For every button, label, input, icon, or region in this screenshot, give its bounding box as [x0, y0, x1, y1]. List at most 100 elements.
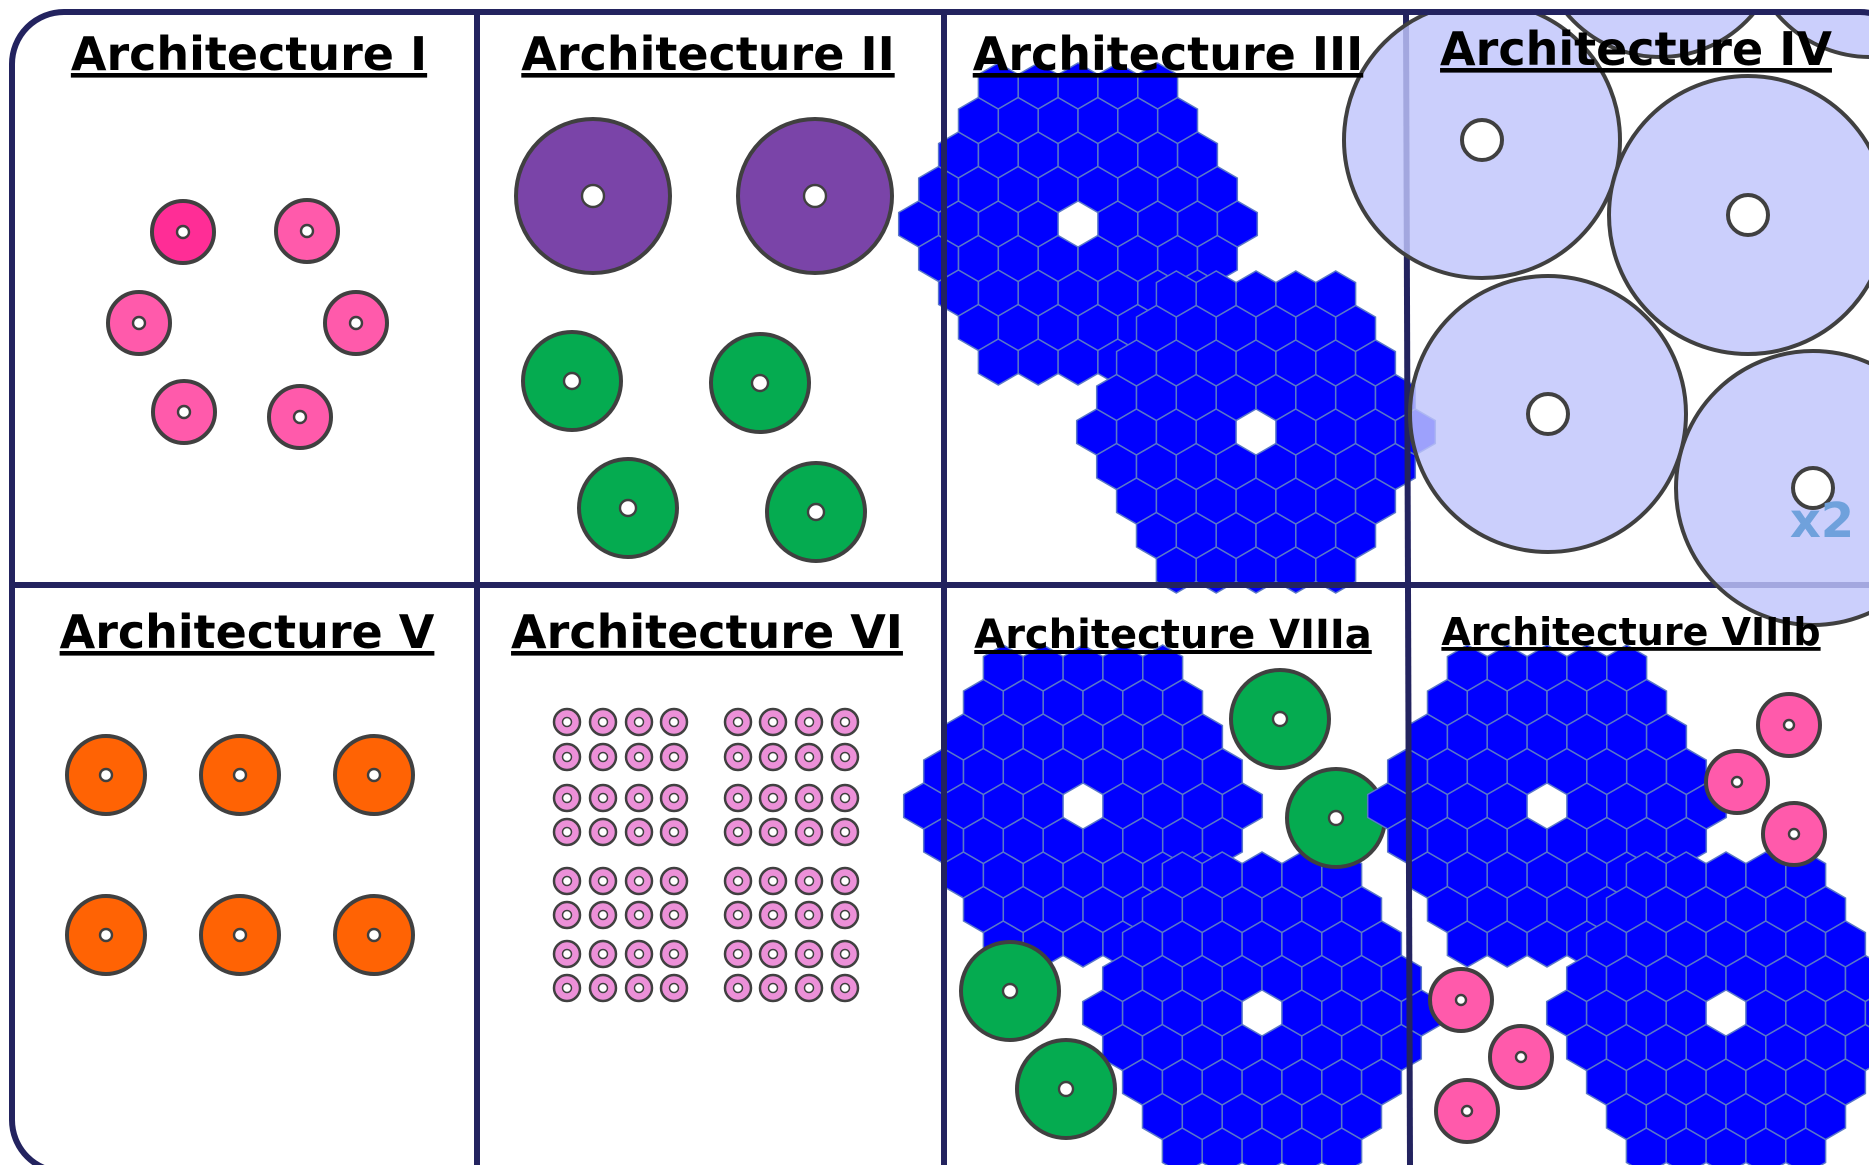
arch-6-telescope-56-hub [561, 982, 573, 994]
arch-1-telescope-4 [151, 379, 217, 445]
arch-5-telescope-4-hub [232, 927, 248, 943]
arch-6-telescope-38 [794, 866, 824, 896]
arch-6-telescope-59 [659, 973, 689, 1003]
arch-8b-telescope-3-hub [1454, 993, 1468, 1007]
arch-6-telescope-52-hub [732, 948, 744, 960]
arch-6-telescope-44 [723, 900, 753, 930]
arch-1-telescope-5 [267, 384, 333, 450]
arch-2-medium-telescope-0 [521, 330, 623, 432]
arch-8a-telescope-3-hub [1057, 1080, 1075, 1098]
arch-8b-telescopes [1428, 692, 1827, 1144]
arch-6-telescope-44-hub [732, 909, 744, 921]
arch-6-telescope-51-hub [668, 948, 680, 960]
arch-6-telescope-18-hub [633, 792, 645, 804]
arch-6-telescope-46 [794, 900, 824, 930]
arch-6-telescope-7-hub [839, 716, 851, 728]
arch-4-telescopes: x2 [1342, 12, 1869, 627]
panel-title-arch-1: Architecture I [71, 27, 427, 81]
arch-6-telescope-55 [830, 939, 860, 969]
arch-6-telescope-55-hub [839, 948, 851, 960]
arch-6-telescope-26-hub [633, 826, 645, 838]
arch-8b-telescope-1-hub [1730, 775, 1744, 789]
arch-6-telescope-42-hub [633, 909, 645, 921]
arch-6-telescope-20 [723, 783, 753, 813]
arch-4-telescope-5-hub [1791, 466, 1835, 510]
arch-6-telescope-47-hub [839, 909, 851, 921]
arch-6-telescope-57 [588, 973, 618, 1003]
arch-6-telescope-9 [588, 742, 618, 772]
arch-6-telescope-5 [758, 707, 788, 737]
arch-6-telescope-14 [794, 742, 824, 772]
arch-8b-segmented-mirror-1 [1545, 851, 1869, 1165]
arch-6-telescope-38-hub [803, 875, 815, 887]
arch-6-telescope-42 [624, 900, 654, 930]
arch-8a-segmented-mirror-1 [1081, 851, 1443, 1165]
arch-6-telescope-10-hub [633, 751, 645, 763]
arch-8a-telescope-3 [1015, 1038, 1117, 1140]
arch-6-telescope-23-hub [839, 792, 851, 804]
arch-2-medium-telescope-1-hub [750, 373, 770, 393]
arch-6-telescope-19-hub [668, 792, 680, 804]
arch-1-telescope-1-hub [299, 223, 315, 239]
arch-8a-segmented-mirror-0-segment-59 [1221, 782, 1264, 830]
arch-6-telescope-6-hub [803, 716, 815, 728]
arch-6-telescope-41 [588, 900, 618, 930]
panel-title-arch-4: Architecture IV [1440, 22, 1832, 76]
arch-2-large-telescope-0 [514, 117, 672, 275]
arch-6-telescope-32 [552, 866, 582, 896]
arch-6-telescope-12-hub [732, 751, 744, 763]
arch-5-telescope-5-hub [366, 927, 382, 943]
arch-6-telescope-4-hub [732, 716, 744, 728]
panel-title-arch-6: Architecture VI [511, 605, 903, 659]
arch-6-telescope-31-hub [839, 826, 851, 838]
arch-6-telescope-46-hub [803, 909, 815, 921]
arch-2-large-telescope-1 [736, 117, 894, 275]
panel-grid [12, 11, 1869, 1165]
panel-title-arch-8b: Architecture VIIIb [1441, 610, 1820, 654]
arch-6-telescope-17-hub [597, 792, 609, 804]
arch-8a-telescope-2-hub [1001, 982, 1019, 1000]
diagram-content [65, 62, 1869, 1165]
arch-6-telescope-35 [659, 866, 689, 896]
arch-5-telescope-0-hub [98, 767, 114, 783]
arch-6-telescope-52 [723, 939, 753, 969]
arch-5-telescope-1-hub [232, 767, 248, 783]
arch-4-overlay: x2 [1342, 12, 1869, 627]
arch-6-telescope-56 [552, 973, 582, 1003]
arch-6-telescope-4 [723, 707, 753, 737]
arch-6-telescope-7 [830, 707, 860, 737]
arch-2-medium-telescope-0-hub [562, 371, 582, 391]
arch-8b-telescope-1 [1704, 749, 1770, 815]
arch-6-telescope-45 [758, 900, 788, 930]
arch-6-telescope-43 [659, 900, 689, 930]
arch-6-telescope-28-hub [732, 826, 744, 838]
arch-2-medium-telescope-2 [577, 457, 679, 559]
arch-8b-telescope-5-hub [1460, 1104, 1474, 1118]
arch-6-telescope-49 [588, 939, 618, 969]
arch-1-telescope-4-hub [176, 404, 192, 420]
arch-5-telescope-5 [333, 894, 415, 976]
arch-1-telescope-0-hub [175, 224, 191, 240]
arch-5-telescope-1 [199, 734, 281, 816]
arch-6-telescope-5-hub [767, 716, 779, 728]
arch-6-telescope-24-hub [561, 826, 573, 838]
arch-6-telescope-20-hub [732, 792, 744, 804]
arch-6-telescope-62 [794, 973, 824, 1003]
arch-6-telescope-11-hub [668, 751, 680, 763]
arch-8b-telescope-0 [1756, 692, 1822, 758]
arch-6-telescope-39-hub [839, 875, 851, 887]
arch-6-telescope-36-hub [732, 875, 744, 887]
arch-4-multiplier-label: x2 [1790, 493, 1854, 549]
arch-6-telescope-59-hub [668, 982, 680, 994]
arch-6-telescope-57-hub [597, 982, 609, 994]
arch-8a-telescope-1-hub [1327, 809, 1345, 827]
arch-4-telescope-3-hub [1726, 193, 1770, 237]
arch-5-telescope-2-hub [366, 767, 382, 783]
arch-6-telescope-60-hub [732, 982, 744, 994]
arch-6-telescope-11 [659, 742, 689, 772]
arch-6-telescope-26 [624, 817, 654, 847]
arch-6-telescope-53 [758, 939, 788, 969]
arch-3-segmented-mirror-1 [1075, 270, 1437, 594]
arch-6-telescope-33-hub [597, 875, 609, 887]
arch-6-telescope-61 [758, 973, 788, 1003]
